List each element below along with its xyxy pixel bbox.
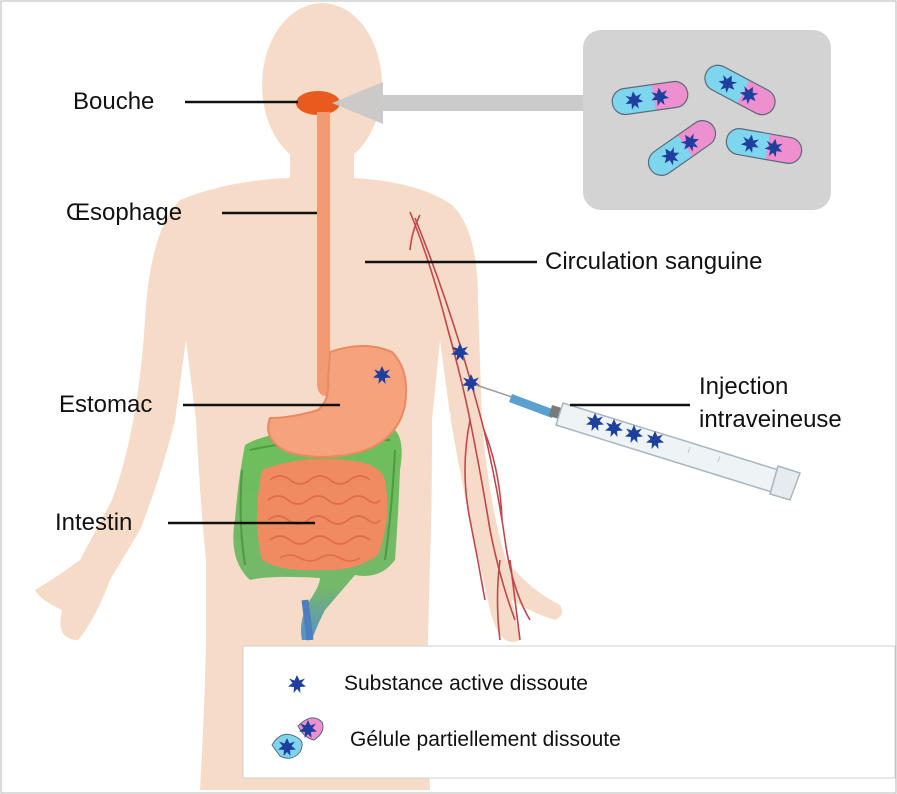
label-esophagus: Œsophage bbox=[66, 201, 182, 225]
legend-active-substance: Substance active dissoute bbox=[344, 673, 588, 694]
legend-capsule: Gélule partiellement dissoute bbox=[350, 729, 621, 750]
label-circulation: Circulation sanguine bbox=[545, 250, 762, 274]
small-intestine-organ bbox=[257, 459, 387, 571]
capsules-inset bbox=[583, 30, 831, 210]
label-mouth: Bouche bbox=[73, 90, 154, 114]
label-injection-line1: Injection bbox=[699, 375, 788, 399]
label-stomach: Estomac bbox=[59, 393, 152, 417]
label-intestine: Intestin bbox=[55, 511, 132, 535]
esophagus-organ bbox=[317, 112, 330, 396]
label-injection-line2: intraveineuse bbox=[699, 408, 842, 432]
legend-box bbox=[243, 646, 895, 778]
